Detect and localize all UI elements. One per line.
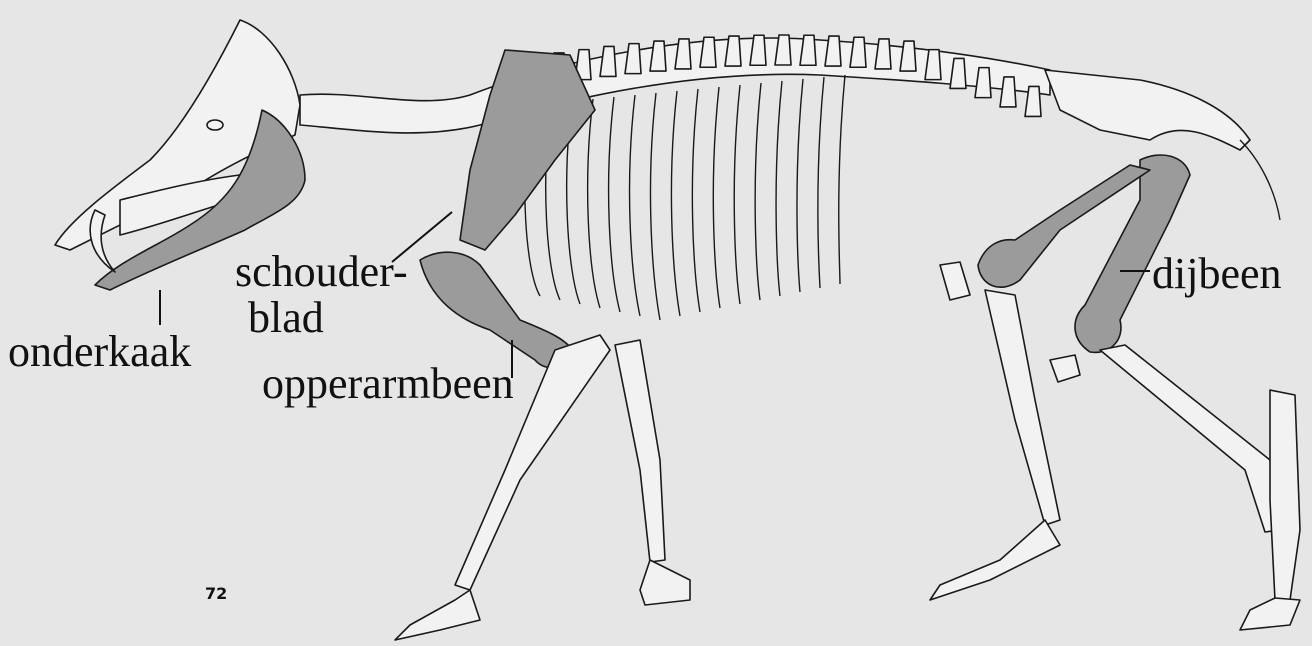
label-onderkaak: onderkaak [8,330,191,374]
rib [671,91,680,316]
rib [734,85,740,304]
rib [797,79,803,292]
rib [692,89,700,312]
label-opperarmbeen: opperarmbeen [262,362,514,406]
rib [588,99,600,308]
label-schouderblad-line1: schouder- [235,250,408,294]
vertebra [600,46,616,76]
page-number: 72 [205,584,227,603]
rib [755,83,761,300]
vertebra [650,41,666,71]
vertebra [900,41,916,71]
rib [609,97,620,312]
rib [776,81,782,296]
vertebra [625,44,641,74]
scapula-highlight [460,50,595,250]
rib [818,77,824,288]
rib [713,87,720,308]
rib [839,75,845,284]
vertebra [875,39,891,69]
rib [630,95,640,316]
label-schouderblad-line2: blad [248,296,324,340]
label-dijbeen: dijbeen [1152,252,1282,296]
rib [650,93,660,320]
